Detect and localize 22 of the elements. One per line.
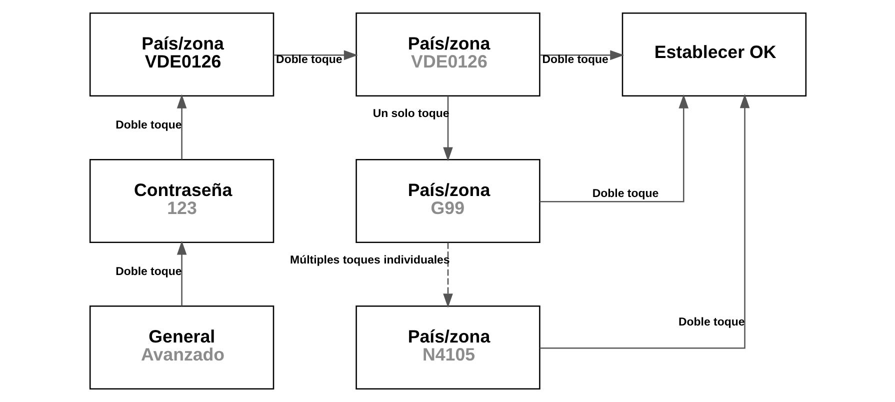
node-box: País/zona VDE0126 [355, 12, 540, 97]
arrow [442, 242, 452, 308]
edge-label: Doble toque [115, 120, 182, 132]
edge-label: Doble toque [592, 188, 658, 200]
arrow [539, 50, 624, 60]
arrow [539, 94, 750, 349]
edge-label: Múltiples toques individuales [290, 254, 450, 267]
arrow [273, 50, 358, 60]
arrow [539, 94, 688, 202]
node-box: Contraseña 123 [88, 158, 274, 244]
edge-label: Doble toque [115, 266, 182, 278]
node-box: General Avanzado [88, 305, 274, 390]
edge-label: Doble toque [276, 54, 342, 66]
arrow [176, 240, 186, 306]
edge-label: Doble toque [678, 316, 744, 328]
arrow [442, 96, 452, 162]
node-box: País/zona G99 [355, 158, 540, 244]
arrow [176, 94, 186, 160]
edge-label: Doble toque [542, 54, 608, 66]
node-box: País/zona VDE0126 [88, 12, 274, 97]
node-box: País/zona N4105 [355, 305, 540, 390]
node-box: Establecer OK [621, 12, 806, 97]
